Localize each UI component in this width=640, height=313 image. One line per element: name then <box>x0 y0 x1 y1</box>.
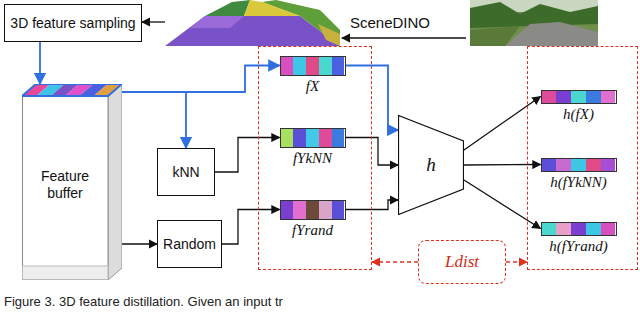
connector <box>222 210 280 245</box>
vector-cell <box>601 91 616 103</box>
vector-cell <box>556 223 571 235</box>
vector-label: fYkNN <box>293 150 332 167</box>
connector <box>122 66 280 93</box>
vector-cell <box>281 201 294 219</box>
head-label: h <box>426 154 436 176</box>
vector-label: fX <box>306 78 319 95</box>
vector-cell <box>293 57 306 75</box>
output-group: h(fX) h(fYkNN) h(fYrand) <box>527 46 638 270</box>
vector-cell <box>332 57 345 75</box>
illustration-label: SceneDINO <box>350 14 430 31</box>
vector-cell <box>306 129 319 147</box>
process-box: 3D feature sampling <box>4 4 142 42</box>
box-label: 3D feature sampling <box>10 15 135 31</box>
figure-caption: Figure 3. 3D feature distillation. Given… <box>4 294 283 309</box>
connector <box>122 243 157 244</box>
vector-bar <box>541 90 617 104</box>
vector-cell <box>556 91 571 103</box>
connector <box>464 180 541 229</box>
output-vector: h(fYrand) <box>541 222 617 258</box>
output-vector: h(fX) <box>541 90 617 126</box>
box-label: kNN <box>172 164 199 180</box>
vector-cell <box>293 201 306 219</box>
vector-cell <box>586 91 601 103</box>
feature-buffer: Feature buffer <box>22 84 122 280</box>
vector-bar <box>280 128 346 148</box>
vector-cell <box>542 223 557 235</box>
vector-cell <box>586 159 601 171</box>
connector <box>464 97 541 151</box>
random-box: Random <box>157 220 222 268</box>
3d-scene <box>165 0 340 46</box>
vector-label: fYrand <box>292 222 333 239</box>
vector-cell <box>293 129 306 147</box>
trapezoid-outline <box>399 116 464 215</box>
feature-vector: fX <box>280 56 346 100</box>
vector-cell <box>281 57 294 75</box>
knn-box: kNN <box>157 148 215 196</box>
vector-cell <box>542 91 557 103</box>
feature-vector: fYrand <box>280 200 346 244</box>
vector-cell <box>319 129 332 147</box>
vector-label: h(fYrand) <box>549 238 607 255</box>
buffer-text-holder: Feature buffer <box>22 168 108 202</box>
vector-label: h(fX) <box>563 106 594 123</box>
vector-cell <box>571 159 586 171</box>
vector-cell <box>332 129 345 147</box>
feature-group: fX fYkNN fYrand <box>258 46 372 270</box>
vector-cell <box>306 201 319 219</box>
connector <box>39 42 41 84</box>
output-vector: h(fYkNN) <box>541 158 617 194</box>
buffer-shadow <box>23 266 109 280</box>
vector-cell <box>601 223 616 235</box>
connector <box>506 261 527 262</box>
vector-cell <box>332 201 345 219</box>
vector-cell <box>281 129 294 147</box>
vector-cell <box>319 201 332 219</box>
buffer-front <box>23 96 109 280</box>
head-network: h <box>398 115 464 215</box>
buffer-label: Feature buffer <box>22 168 108 202</box>
connector <box>464 164 541 166</box>
vector-cell <box>306 57 319 75</box>
scene-arrow <box>342 37 466 38</box>
vector-bar <box>280 200 346 220</box>
vector-cell <box>556 159 571 171</box>
buffer-side <box>108 84 122 280</box>
input-photo <box>470 0 598 46</box>
connector <box>372 261 418 262</box>
vector-cell <box>319 57 332 75</box>
loss-label: Ldist <box>445 252 479 272</box>
feature-vector: fYkNN <box>280 128 346 172</box>
vector-cell <box>586 223 601 235</box>
vector-bar <box>541 222 617 236</box>
vector-cell <box>601 159 616 171</box>
vector-bar <box>280 56 346 76</box>
loss-box: Ldist <box>418 240 506 284</box>
vector-label: h(fYkNN) <box>550 174 607 191</box>
buffer-row-outline <box>22 84 122 96</box>
box-label: Random <box>163 236 216 252</box>
vector-cell <box>571 91 586 103</box>
vector-cell <box>542 159 557 171</box>
buffer-row-cell <box>94 84 122 96</box>
vector-cell <box>571 223 586 235</box>
sampling-arrow <box>142 21 165 22</box>
connector <box>122 92 186 148</box>
vector-bar <box>541 158 617 172</box>
connector <box>215 138 280 173</box>
